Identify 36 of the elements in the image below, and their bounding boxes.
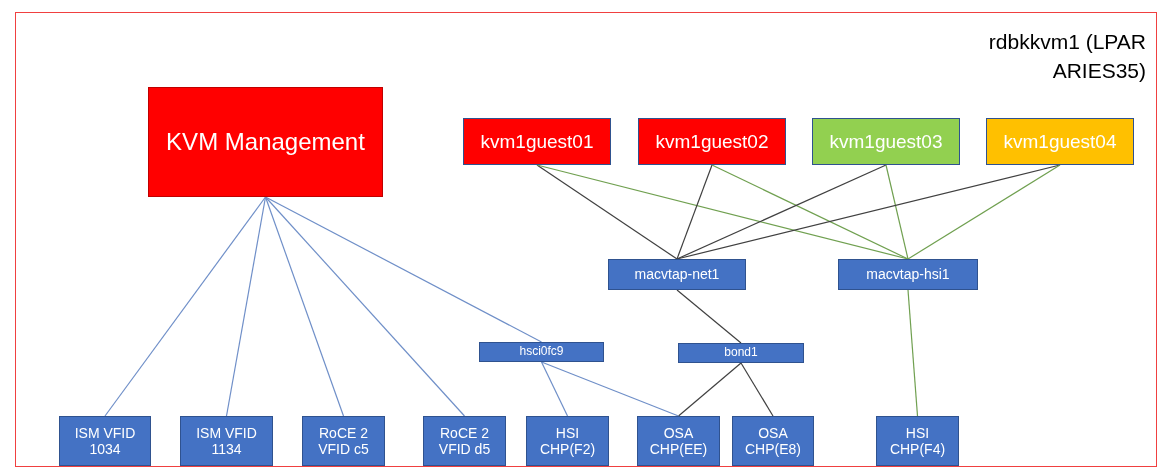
- connector-line: [907, 164, 1061, 260]
- connector-line: [536, 164, 678, 260]
- guest-box: kvm1guest01: [463, 118, 611, 165]
- management-box: KVM Management: [148, 87, 383, 197]
- connector-line: [676, 164, 887, 260]
- device-box: OSA CHP(EE): [637, 416, 720, 466]
- connector-line: [740, 362, 774, 417]
- connector-line: [264, 196, 543, 343]
- connector-line: [907, 289, 919, 417]
- connector-line: [676, 164, 713, 260]
- interface-box: bond1: [678, 343, 804, 363]
- host-label: rdbkkvm1 (LPAR ARIES35): [987, 29, 1146, 85]
- connector-line: [677, 362, 742, 417]
- guest-box: kvm1guest03: [812, 118, 960, 165]
- connector-line: [885, 164, 909, 260]
- device-box: HSI CHP(F2): [526, 416, 609, 466]
- guest-box: kvm1guest02: [638, 118, 786, 165]
- device-box: ISM VFID 1134: [180, 416, 273, 466]
- connector-line: [264, 196, 345, 417]
- device-box: HSI CHP(F4): [876, 416, 959, 466]
- device-box: RoCE 2 VFID d5: [423, 416, 506, 466]
- interface-box: macvtap-hsi1: [838, 259, 978, 290]
- guest-box: kvm1guest04: [986, 118, 1134, 165]
- interface-box: macvtap-net1: [608, 259, 746, 290]
- connector-line: [676, 289, 742, 344]
- device-box: OSA CHP(E8): [732, 416, 814, 466]
- device-box: ISM VFID 1034: [59, 416, 151, 466]
- connector-line: [104, 196, 267, 417]
- connector-line: [540, 361, 569, 417]
- interface-box: hsci0fc9: [479, 342, 604, 362]
- host-frame: [15, 12, 1157, 467]
- connector-line: [711, 164, 909, 260]
- connector-line: [540, 361, 680, 417]
- connector-line: [225, 196, 267, 417]
- connector-line: [264, 196, 466, 417]
- device-box: RoCE 2 VFID c5: [302, 416, 385, 466]
